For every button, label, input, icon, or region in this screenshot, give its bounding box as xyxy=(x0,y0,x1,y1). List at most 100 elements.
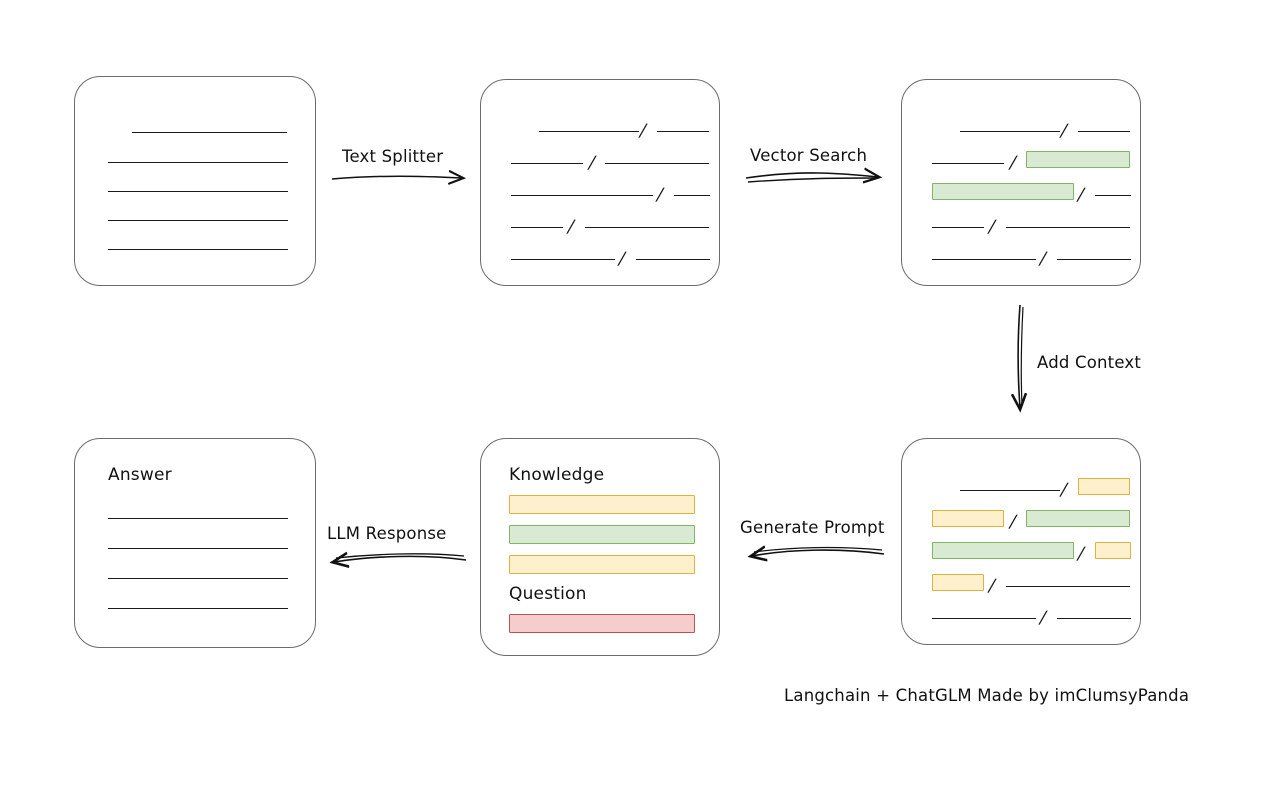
document-line-row xyxy=(75,115,315,137)
slash-separator: / xyxy=(639,121,647,141)
chunk-line-row: / xyxy=(481,210,719,237)
chunk-line-row: / xyxy=(902,210,1140,237)
answer-line-row xyxy=(75,561,315,583)
diagram-caption: Langchain + ChatGLM Made by imClumsyPand… xyxy=(784,686,1190,705)
text-line xyxy=(511,259,615,260)
context-chunk-yellow[interactable] xyxy=(1095,542,1131,559)
answer-line-row xyxy=(75,591,315,613)
answer-line-row xyxy=(75,501,315,523)
slash-separator: / xyxy=(1009,512,1017,532)
slash-separator: / xyxy=(567,217,575,237)
edge-label-vector-search: Vector Search xyxy=(750,146,868,165)
text-line xyxy=(960,490,1060,491)
slash-separator: / xyxy=(1060,480,1068,500)
text-line xyxy=(960,131,1060,132)
chunk-line-row: / xyxy=(481,242,719,269)
context-chunk-yellow[interactable] xyxy=(932,510,1004,527)
chunk-line-row: / xyxy=(902,601,1140,628)
edge-label-text-splitter: Text Splitter xyxy=(342,147,444,166)
knowledge-bar-yellow[interactable] xyxy=(509,495,695,514)
text-line xyxy=(585,227,709,228)
text-line xyxy=(932,259,1036,260)
arrow-vector-search xyxy=(745,173,878,182)
arrow-add-context xyxy=(1018,304,1023,408)
slash-separator: / xyxy=(988,217,996,237)
text-line xyxy=(1095,195,1131,196)
text-line xyxy=(1006,586,1130,587)
node-context-chunks[interactable]: / / / / / xyxy=(901,438,1141,645)
context-chunk-yellow[interactable] xyxy=(932,574,984,591)
chunk-line-row: / xyxy=(902,114,1140,141)
answer-label: Answer xyxy=(108,465,172,485)
document-line-row xyxy=(75,174,315,196)
answer-line-row xyxy=(75,531,315,553)
chunk-line-row: / xyxy=(481,178,719,205)
text-line xyxy=(108,578,288,579)
text-line xyxy=(657,131,709,132)
arrow-llm-response xyxy=(334,554,467,562)
knowledge-bar-yellow[interactable] xyxy=(509,555,695,574)
chunk-line-row: / xyxy=(481,114,719,141)
text-line xyxy=(511,227,563,228)
retrieved-chunk-green[interactable] xyxy=(1026,151,1130,168)
slash-separator: / xyxy=(1077,185,1085,205)
text-line xyxy=(511,163,583,164)
text-line xyxy=(108,191,288,192)
text-line xyxy=(1057,618,1131,619)
node-prompt[interactable]: Knowledge Question xyxy=(480,438,720,656)
chunk-line-row: / xyxy=(481,146,719,173)
slash-separator: / xyxy=(1039,608,1047,628)
slash-separator: / xyxy=(1060,121,1068,141)
document-line-row xyxy=(75,145,315,167)
text-line xyxy=(108,249,288,250)
chunk-line-row: / xyxy=(902,178,1140,205)
slash-separator: / xyxy=(656,185,664,205)
chunk-line-row: / xyxy=(902,537,1140,564)
text-line xyxy=(108,608,288,609)
context-chunk-yellow[interactable] xyxy=(1078,478,1130,495)
text-line xyxy=(1006,227,1130,228)
text-line xyxy=(108,548,288,549)
text-line xyxy=(674,195,710,196)
chunk-line-row: / xyxy=(902,473,1140,500)
text-line xyxy=(108,162,288,163)
slash-separator: / xyxy=(618,249,626,269)
text-line xyxy=(932,618,1036,619)
text-line xyxy=(108,220,288,221)
text-line xyxy=(539,131,639,132)
document-line-row xyxy=(75,203,315,225)
slash-separator: / xyxy=(988,576,996,596)
arrow-generate-prompt xyxy=(752,548,885,556)
context-chunk-green[interactable] xyxy=(932,542,1074,559)
text-line xyxy=(1057,259,1131,260)
node-source-document[interactable] xyxy=(74,76,316,286)
text-line xyxy=(511,195,653,196)
slash-separator: / xyxy=(1009,153,1017,173)
text-line xyxy=(636,259,710,260)
text-line xyxy=(108,518,288,519)
retrieved-chunk-green[interactable] xyxy=(932,183,1074,200)
text-line xyxy=(605,163,709,164)
question-label: Question xyxy=(509,584,587,604)
text-line xyxy=(1078,131,1130,132)
arrow-text-splitter xyxy=(331,176,462,179)
chunk-line-row: / xyxy=(902,146,1140,173)
chunk-line-row: / xyxy=(902,242,1140,269)
text-line xyxy=(932,227,984,228)
knowledge-bar-green[interactable] xyxy=(509,525,695,544)
text-line xyxy=(932,163,1004,164)
node-vector-search-results[interactable]: / / / / / xyxy=(901,79,1141,286)
chunk-line-row: / xyxy=(902,569,1140,596)
node-answer[interactable]: Answer xyxy=(74,438,316,648)
edge-label-llm-response: LLM Response xyxy=(327,524,447,543)
chunk-line-row: / xyxy=(902,505,1140,532)
context-chunk-green[interactable] xyxy=(1026,510,1130,527)
document-line-row xyxy=(75,232,315,254)
node-split-chunks[interactable]: / / / / / xyxy=(480,79,720,286)
text-line xyxy=(132,132,287,133)
knowledge-label: Knowledge xyxy=(509,465,605,485)
edge-label-add-context: Add Context xyxy=(1037,353,1142,372)
question-bar-red[interactable] xyxy=(509,614,695,633)
edge-label-generate-prompt: Generate Prompt xyxy=(740,518,885,537)
